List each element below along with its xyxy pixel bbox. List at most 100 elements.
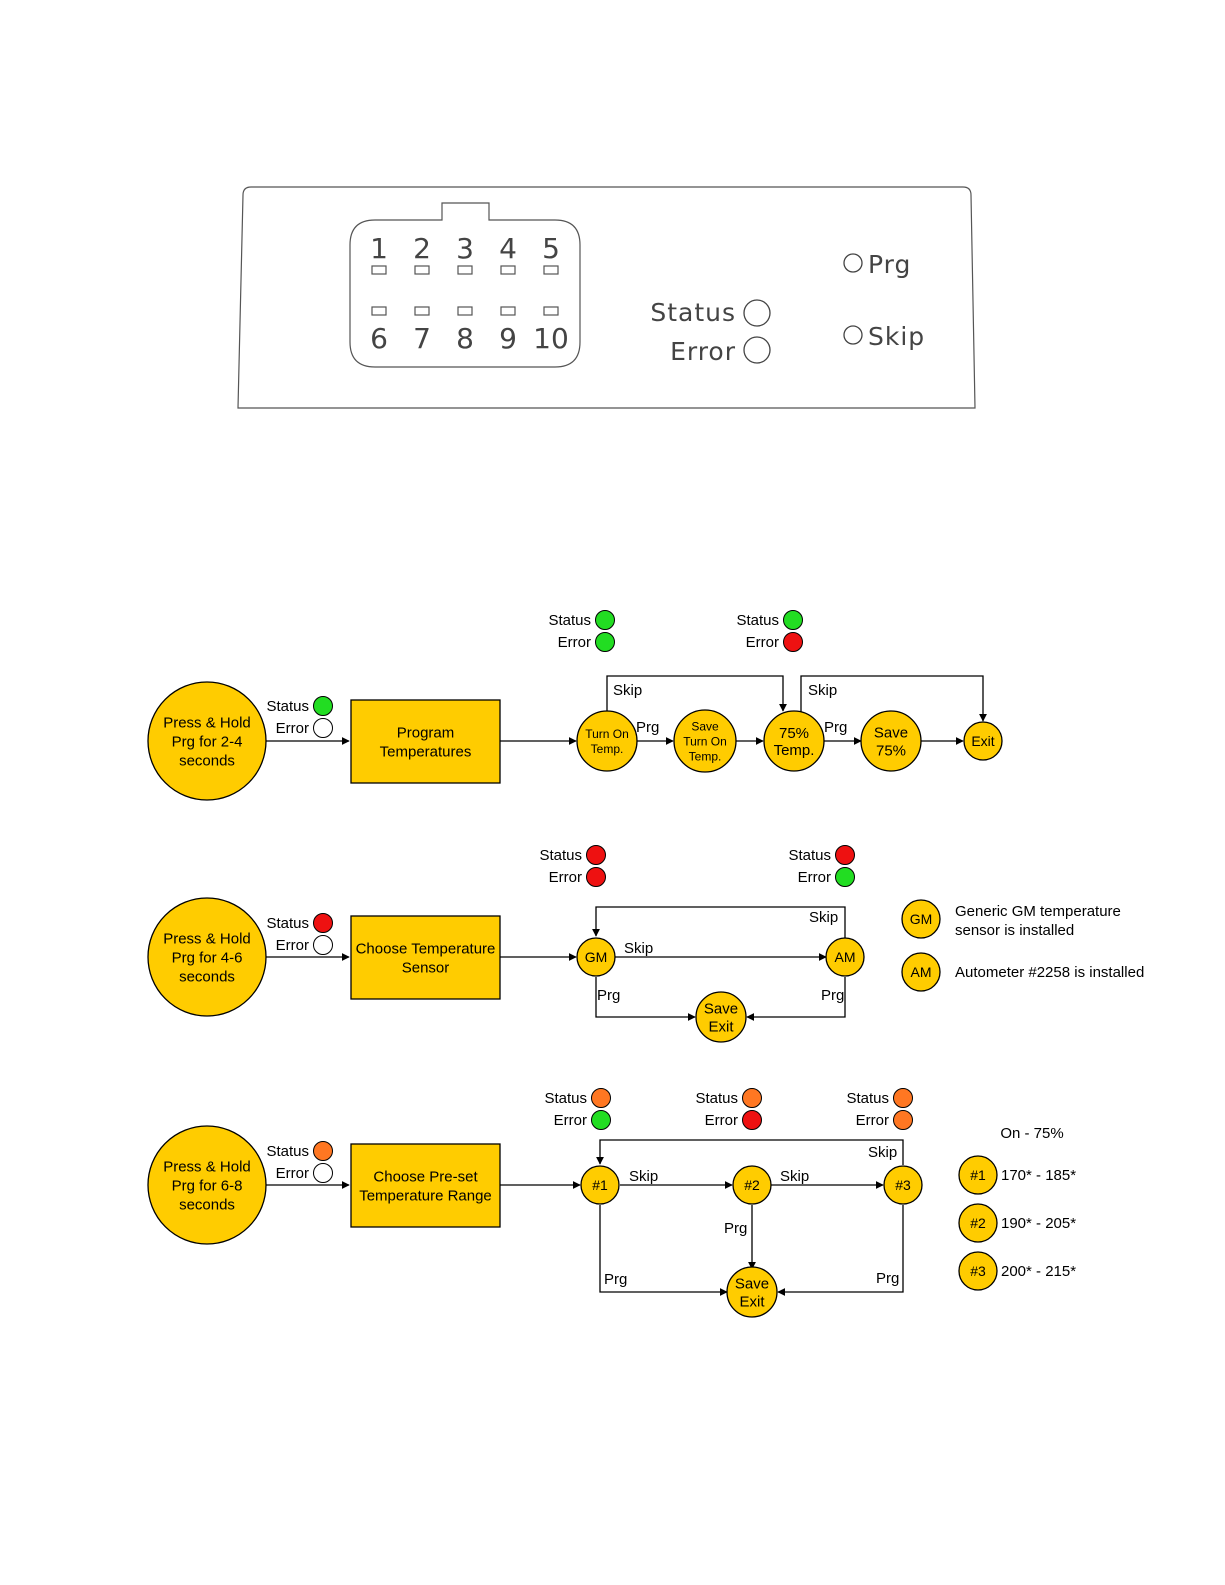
row1-75pct-error-label: Error [746,634,779,651]
row2-gm-node-text: GM [585,949,608,965]
pin-number-9: 9 [499,322,517,355]
row1-save-75pct-node [860,710,922,772]
row1-exit-node [963,721,1003,761]
row3-flow [266,1139,904,1296]
row1-start-node-text-line-2: Prg for 2-4 [172,733,243,750]
row3-legend-text-3: 200* - 215* [1001,1263,1076,1280]
row3-start-error-label: Error [276,1165,309,1182]
pin-slot-9 [500,306,516,316]
pin-slot-10 [543,306,559,316]
row1-start-status-label: Status [266,698,309,715]
row3-legend-title: On - 75% [1000,1125,1063,1142]
row2-am-error-lamp [835,867,855,887]
row3-legend-key-1 [958,1155,998,1195]
row3-n2-status-lamp [742,1088,762,1108]
row2-legend-am-key-text: AM [911,964,932,980]
row1-skip-label-2: Skip [808,682,837,699]
row2-start-error-label: Error [276,937,309,954]
panel-skip-label: Skip [868,322,925,351]
row1-program-box [350,699,501,784]
row3-start-node-text-line-2: Prg for 6-8 [172,1177,243,1194]
row2-start-error-lamp [313,935,333,955]
pin-slot-1 [371,265,387,275]
row3-legend-key-1-text: #1 [970,1167,986,1183]
row3-range-box-text-line-1: Choose Pre-set [373,1168,478,1185]
panel-skip-button[interactable] [843,325,863,345]
panel-prg-label: Prg [868,250,911,279]
row2-start-node [147,897,267,1017]
row1-turn-on-node-text-line-2: Temp. [591,742,624,756]
row1-75pct-node-text-line-2: Temp. [774,742,815,759]
row3-prg-label-right: Prg [876,1270,899,1287]
panel-status-led [743,299,771,327]
row1-turnon-status-label: Status [548,612,591,629]
pin-slot-7 [414,306,430,316]
row2-gm-error-label: Error [549,869,582,886]
panel-error-led [743,336,771,364]
row1-program-box-text-line-1: Program [397,724,455,741]
row3-range3-node [883,1165,923,1205]
row1-turnon-error-label: Error [558,634,591,651]
row3-n1-error-label: Error [554,1112,587,1129]
row2-save-exit-node-text-line-2: Exit [708,1018,734,1035]
pin-number-10: 10 [533,322,569,355]
row2-gm-status-lamp [586,845,606,865]
row1-75pct-node [763,710,825,772]
row3-range2-node-text: #2 [744,1177,760,1193]
row2-legend-gm-text-2: sensor is installed [955,922,1074,939]
row3-start-node [147,1125,267,1245]
row3-n2-status-label: Status [695,1090,738,1107]
panel-prg-button[interactable] [843,253,863,273]
pin-number-1: 1 [370,232,388,265]
row3-start-status-label: Status [266,1143,309,1160]
row2-prg-label-left: Prg [597,987,620,1004]
row2-save-exit-node [695,991,747,1043]
row3-range-box [350,1143,501,1228]
row1-start-node [147,681,267,801]
row1-skip-label-1: Skip [613,682,642,699]
pin-number-4: 4 [499,232,517,265]
row3-range-box-text-line-2: Temperature Range [359,1187,492,1204]
row1-turnon-error-lamp [595,632,615,652]
row3-legend-key-2 [958,1203,998,1243]
row3-n3-status-lamp [893,1088,913,1108]
row3-legend-key-3-text: #3 [970,1263,986,1279]
row1-save-turn-on-node-text-line-1: Save [691,719,719,733]
row3-legend-text-2: 190* - 205* [1001,1215,1076,1232]
row3-n2-error-lamp [742,1110,762,1130]
row1-start-error-label: Error [276,720,309,737]
row2-legend-am-text: Autometer #2258 is installed [955,964,1144,981]
row2-flow [266,906,846,1021]
row3-n2-error-label: Error [705,1112,738,1129]
row2-sensor-box [350,915,501,1000]
pin-number-6: 6 [370,322,388,355]
pin-number-5: 5 [542,232,560,265]
pin-number-8: 8 [456,322,474,355]
row1-save-turn-on-node-text-line-3: Temp. [689,749,722,763]
row2-am-status-label: Status [788,847,831,864]
row2-am-error-label: Error [798,869,831,886]
row2-skip-label-loop: Skip [809,909,838,926]
pin-slot-2 [414,265,430,275]
row3-n1-status-label: Status [544,1090,587,1107]
row2-legend-gm-key-text: GM [910,911,933,927]
row3-skip-label-2: Skip [780,1168,809,1185]
row3-save-exit-node-text-line-2: Exit [739,1293,765,1310]
row2-legend-gm-key [901,899,941,939]
row3-prg-label-left: Prg [604,1271,627,1288]
row3-legend-key-3 [958,1251,998,1291]
row3-start-node-text-line-1: Press & Hold [163,1158,251,1175]
pin-slot-3 [457,265,473,275]
row2-prg-label-right: Prg [821,987,844,1004]
row1-75pct-node-text-line-1: 75% [779,725,809,742]
row1-turn-on-node [576,710,638,772]
row1-save-75pct-node-text-line-2: 75% [876,742,906,759]
row1-save-75pct-node-text-line-1: Save [874,724,908,741]
row3-save-exit-node [726,1266,778,1318]
row1-exit-node-text: Exit [971,733,994,749]
row3-n3-error-label: Error [856,1112,889,1129]
pin-slot-5 [543,265,559,275]
row2-am-node [825,937,865,977]
